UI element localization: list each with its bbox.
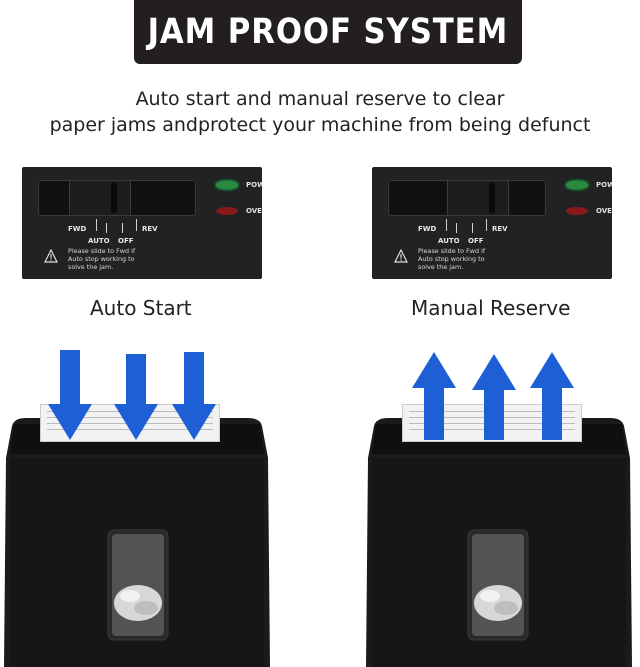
warning-line: Auto stop working to: [418, 255, 485, 263]
tick: [136, 219, 137, 231]
warning-line: Please slide to Fwd if: [418, 247, 486, 255]
arrow-up-icon: [412, 352, 456, 440]
power-label: POW: [596, 181, 612, 189]
warning-line: Auto stop working to: [68, 255, 135, 263]
slider-groove: [111, 183, 117, 213]
tick: [122, 223, 123, 233]
tick: [96, 219, 97, 231]
off-label: OFF: [118, 237, 134, 245]
overload-label: OVE: [246, 207, 262, 215]
power-led: [566, 181, 588, 189]
subtitle: Auto start and manual reserve to clear p…: [0, 86, 640, 138]
arrow-up-icon: [530, 352, 574, 440]
shredder-auto: [4, 418, 270, 667]
overload-led: [216, 207, 238, 215]
title-banner: JAM PROOF SYSTEM: [134, 0, 522, 64]
control-panel-auto: FWD AUTO OFF REV POW OVE Please slide to…: [22, 167, 262, 279]
subtitle-line-1: Auto start and manual reserve to clear: [135, 88, 505, 110]
control-panel-manual: FWD AUTO OFF REV POW OVE Please slide to…: [372, 167, 612, 279]
arrow-down-icon: [114, 354, 158, 440]
warning-icon: [394, 249, 408, 263]
page-title: JAM PROOF SYSTEM: [147, 12, 509, 52]
auto-label: AUTO: [88, 237, 110, 245]
tick: [446, 219, 447, 231]
mode-slider-switch: [38, 180, 196, 216]
tick: [472, 223, 473, 233]
arrow-down-icon: [48, 350, 92, 440]
overload-led: [566, 207, 588, 215]
caption-manual-reserve: Manual Reserve: [411, 296, 571, 320]
warning-text: Please slide to Fwd if Auto stop working…: [68, 247, 135, 271]
warning-icon: [44, 249, 58, 263]
warning-line: Please slide to Fwd if: [68, 247, 136, 255]
arrow-down-icon: [172, 352, 216, 440]
overload-label: OVE: [596, 207, 612, 215]
shredder-body: [4, 418, 270, 667]
slider-knob: [69, 181, 131, 215]
auto-label: AUTO: [438, 237, 460, 245]
slider-groove: [489, 183, 495, 213]
power-led: [216, 181, 238, 189]
fwd-label: FWD: [418, 225, 437, 233]
shredder-body: [366, 418, 632, 667]
warning-line: solve the jam.: [68, 263, 114, 271]
power-label: POW: [246, 181, 262, 189]
shredder-manual: [366, 418, 632, 667]
fwd-label: FWD: [68, 225, 87, 233]
warning-text: Please slide to Fwd if Auto stop working…: [418, 247, 485, 271]
caption-auto-start: Auto Start: [90, 296, 192, 320]
tick: [486, 219, 487, 231]
rev-label: REV: [492, 225, 508, 233]
slider-knob: [447, 181, 509, 215]
rev-label: REV: [142, 225, 158, 233]
arrow-up-icon: [472, 354, 516, 440]
warning-line: solve the jam.: [418, 263, 464, 271]
tick: [456, 223, 457, 233]
mode-slider-switch: [388, 180, 546, 216]
tick: [106, 223, 107, 233]
subtitle-line-2: paper jams andprotect your machine from …: [49, 114, 591, 136]
off-label: OFF: [468, 237, 484, 245]
